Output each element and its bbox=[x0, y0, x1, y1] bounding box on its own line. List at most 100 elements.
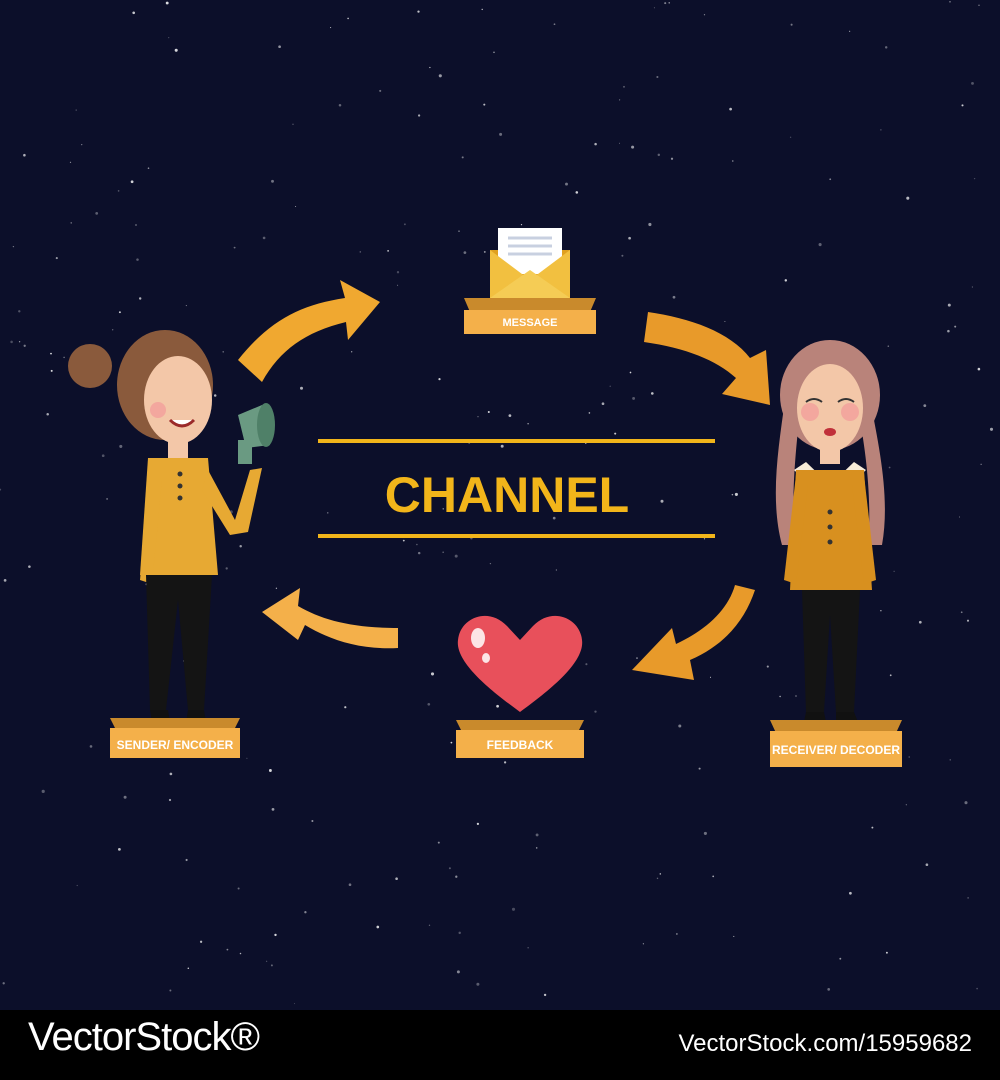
star bbox=[555, 569, 558, 571]
star bbox=[338, 104, 342, 107]
star bbox=[185, 305, 187, 307]
receiver-figure bbox=[775, 340, 885, 722]
star bbox=[262, 236, 266, 240]
star bbox=[664, 2, 667, 5]
star bbox=[535, 833, 539, 837]
star bbox=[724, 320, 726, 323]
star bbox=[885, 951, 888, 954]
star bbox=[483, 103, 486, 106]
star bbox=[169, 772, 173, 776]
star bbox=[117, 190, 120, 192]
star bbox=[520, 223, 523, 226]
star bbox=[417, 10, 420, 13]
star bbox=[483, 250, 486, 253]
star bbox=[448, 867, 451, 870]
star bbox=[712, 875, 715, 878]
star bbox=[511, 907, 516, 911]
star bbox=[648, 222, 652, 227]
star bbox=[123, 795, 127, 799]
star bbox=[893, 570, 895, 572]
star bbox=[642, 943, 645, 945]
star bbox=[442, 508, 444, 510]
star bbox=[925, 863, 929, 867]
star bbox=[136, 258, 139, 261]
star bbox=[967, 897, 969, 899]
receiver-pants bbox=[802, 590, 860, 712]
feedback-label: FEEDBACK bbox=[487, 738, 554, 752]
star bbox=[118, 311, 121, 314]
star bbox=[732, 160, 734, 162]
star bbox=[585, 663, 588, 666]
star bbox=[185, 858, 188, 862]
receiver-braid-left bbox=[775, 400, 800, 545]
star bbox=[766, 665, 769, 668]
star bbox=[461, 156, 464, 159]
message-node: MESSAGE bbox=[464, 228, 596, 334]
star bbox=[46, 413, 49, 416]
star bbox=[954, 325, 957, 328]
star bbox=[428, 924, 431, 926]
star bbox=[949, 0, 951, 3]
star bbox=[880, 610, 882, 612]
star bbox=[650, 392, 654, 395]
star bbox=[553, 23, 556, 26]
star bbox=[199, 940, 203, 943]
sender-hair-bun bbox=[68, 344, 112, 388]
star bbox=[327, 512, 329, 514]
star bbox=[964, 801, 968, 805]
star bbox=[427, 702, 431, 706]
star bbox=[89, 745, 93, 748]
feedback-pedestal bbox=[456, 720, 584, 758]
star bbox=[95, 212, 99, 215]
star bbox=[980, 463, 982, 465]
star bbox=[135, 224, 137, 226]
star bbox=[698, 767, 701, 770]
star bbox=[971, 286, 974, 288]
star bbox=[489, 562, 492, 565]
star bbox=[174, 48, 178, 52]
star bbox=[270, 964, 273, 967]
star bbox=[790, 23, 793, 26]
star bbox=[293, 1003, 296, 1005]
star bbox=[623, 85, 625, 88]
star bbox=[887, 345, 890, 347]
star bbox=[966, 619, 970, 622]
star bbox=[795, 695, 797, 697]
star bbox=[884, 46, 888, 49]
star bbox=[476, 822, 480, 826]
star bbox=[300, 386, 303, 390]
star bbox=[278, 45, 281, 49]
receiver-face bbox=[797, 364, 863, 452]
stock-id: VectorStock.com/15959682 bbox=[678, 1030, 972, 1057]
star bbox=[147, 167, 150, 169]
star bbox=[397, 284, 399, 286]
star bbox=[395, 877, 398, 880]
star bbox=[628, 236, 631, 240]
star bbox=[594, 142, 597, 146]
starfield bbox=[0, 0, 994, 1005]
star bbox=[76, 884, 78, 887]
star bbox=[165, 1, 169, 5]
star bbox=[527, 423, 529, 425]
receiver-shirt bbox=[790, 470, 872, 590]
star bbox=[908, 756, 910, 758]
star bbox=[330, 27, 332, 29]
star bbox=[977, 367, 981, 371]
star bbox=[450, 741, 453, 744]
star bbox=[119, 444, 123, 448]
star bbox=[213, 394, 217, 397]
star bbox=[958, 516, 961, 518]
star bbox=[271, 808, 275, 811]
star bbox=[978, 4, 980, 6]
star bbox=[138, 297, 142, 300]
star bbox=[632, 396, 636, 400]
star bbox=[379, 89, 382, 92]
star bbox=[246, 757, 248, 759]
star bbox=[889, 674, 892, 677]
star bbox=[266, 960, 268, 962]
star bbox=[271, 179, 274, 183]
star bbox=[70, 222, 72, 224]
star bbox=[429, 66, 431, 69]
star bbox=[601, 402, 605, 406]
